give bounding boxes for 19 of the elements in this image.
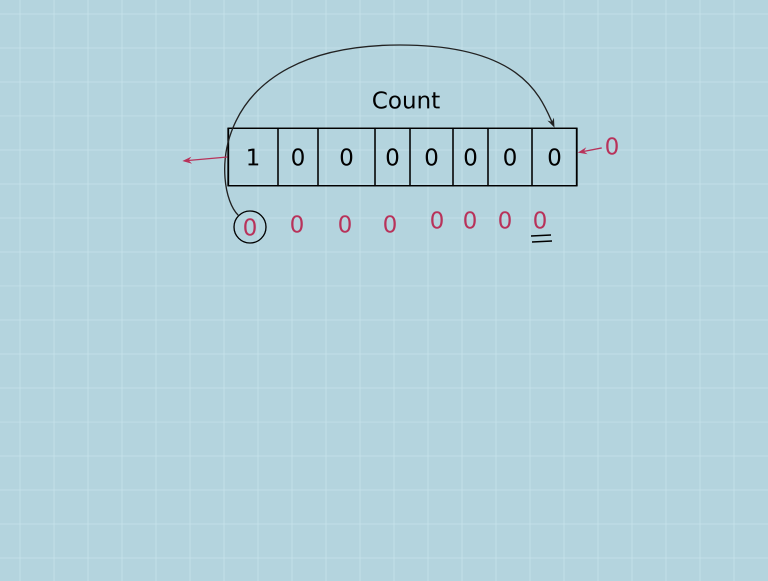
register-cell: 0: [409, 128, 454, 186]
register-cell: 0: [277, 128, 319, 186]
digit-label: 0: [384, 215, 396, 233]
input-digit: 0: [606, 137, 618, 155]
digit-label: 0: [291, 215, 303, 233]
register-cell: 0: [487, 128, 533, 186]
register-cell: 0: [317, 128, 376, 186]
digit-label: 0: [431, 211, 443, 229]
arrow: [224, 44, 554, 216]
digit-label: 0: [499, 211, 511, 229]
digit-label: 0: [534, 211, 546, 229]
register-cell: 0: [374, 128, 411, 186]
register-cell: 0: [452, 128, 489, 186]
register-label: Count: [373, 91, 440, 109]
register-cell: 0: [531, 128, 578, 186]
register-cell: 1: [227, 128, 279, 186]
digit-label: 0: [464, 211, 476, 229]
digit-label: 0: [339, 215, 351, 233]
circled-digit: 0: [233, 210, 267, 244]
